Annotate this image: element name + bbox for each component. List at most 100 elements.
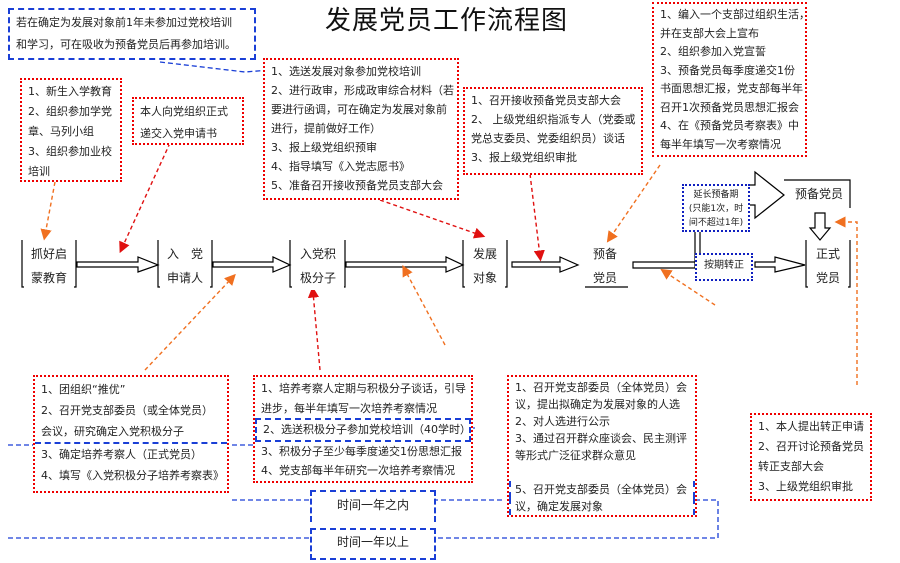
box-extend-probation: 延长预备期 (只能1次，时 间不超过1年)	[682, 184, 750, 232]
box-full-member-steps: 1、本人提出转正申请 2、召开讨论预备党员 转正支部大会 3、上级党组织审批	[750, 413, 872, 501]
arrow-act-to-target	[345, 256, 465, 273]
box-line: 议，提出拟确定为发展对象的人选	[515, 398, 680, 411]
box-line: 3、报上级党组织审批	[471, 151, 577, 164]
node-label: 发展	[472, 247, 497, 261]
box-line: 5、召开党支部委员（全体党员）会	[509, 481, 695, 498]
connector-full-member	[834, 216, 858, 385]
training-prerequisite-note: 若在确定为发展对象前1年未参加过党校培训 和学习，可在吸收为预备党员后再参加培训…	[8, 8, 256, 60]
node-applicant: 入 党 申请人	[160, 242, 210, 290]
box-line: 4、填写《入党积极分子培养考察表》	[41, 469, 224, 482]
box-line: 5、准备召开接收预备党员支部大会	[271, 179, 443, 192]
arrow-extend-to-prob	[747, 170, 785, 220]
node-label: 入 党	[166, 247, 203, 261]
box-line: 1、新生入学教育	[28, 85, 112, 98]
box-line: 1、召开党支部委员（全体党员）会	[515, 381, 687, 394]
box-line: 2、 上级党组织指派专人（党委或	[471, 113, 636, 126]
node-label: 抓好启	[30, 247, 67, 261]
arrow-target-to-prob	[511, 256, 580, 273]
node-activist: 入党积 极分子	[292, 242, 344, 290]
connector-full-steps	[660, 268, 716, 306]
box-line: 3、积极分子至少每季度递交1份思想汇报	[261, 444, 462, 458]
box-line: 3、确定培养考察人（正式党员）	[35, 442, 227, 465]
box-line: 1、编入一个支部过组织生活，	[660, 8, 810, 21]
box-line: 4、指导填写《入党志愿书》	[271, 160, 410, 173]
box-line: 进行，提前做好工作）	[271, 122, 381, 135]
timeline-label: 时间一年之内	[336, 498, 409, 512]
box-line: 1、本人提出转正申请	[758, 420, 864, 433]
node-label: 预备党员	[794, 187, 843, 201]
box-line: 2、召开讨论预备党员	[758, 440, 864, 453]
box-probation-tasks: 1、编入一个支部过组织生活， 并在支部大会上宣布 2、组织参加入党宣誓 3、预备…	[652, 2, 810, 157]
node-label: 对象	[472, 271, 497, 285]
arrow-app-to-act	[212, 256, 292, 273]
node-probationary: 预备 党员	[585, 242, 625, 290]
connector-target-steps	[402, 265, 446, 346]
box-line: 3、预备党员每季度递交1份	[660, 63, 795, 77]
box-line: 进步，每半年填写一次培养考察情况	[261, 401, 437, 415]
node-target: 发展 对象	[465, 242, 505, 290]
box-line: 3、上级党组织审批	[758, 480, 853, 493]
arrow-prob-to-full	[808, 212, 832, 241]
node-label: 入党积	[299, 247, 336, 261]
timeline-within-one-year: 时间一年之内	[310, 490, 436, 522]
box-line: 2、组织参加入党宣誓	[660, 45, 766, 58]
box-line: 2、对人选进行公示	[515, 415, 610, 428]
box-line: 间不超过1年)	[688, 218, 744, 228]
box-line: 要进行函调，可在确定为发展对象前	[271, 103, 447, 116]
node-label: 党员	[592, 271, 617, 285]
box-line: 3、通过召开群众座谈会、民主测评	[515, 432, 687, 445]
box-line: 2、组织参加学党	[28, 105, 112, 118]
box-line: 3、报上级党组织预审	[271, 141, 377, 154]
bracket-still-prob	[784, 179, 851, 208]
connector-development	[379, 199, 486, 239]
box-line: 延长预备期	[693, 190, 739, 200]
box-line: 1、团组织“推优”	[41, 383, 126, 396]
box-development-target: 1、选送发展对象参加党校培训 2、进行政审，形成政审综合材料（若 要进行函调，可…	[263, 58, 459, 200]
box-line: 议，确定发展对象	[509, 498, 695, 515]
arrow-prob-trunk	[632, 261, 696, 269]
node-label: 正式	[815, 247, 840, 261]
box-line: 每半年填写一次考察情况	[660, 137, 781, 151]
box-line: 2、进行政审，形成政审综合材料（若	[271, 84, 454, 97]
flow-arrows	[76, 170, 832, 273]
box-line: 按期转正	[704, 260, 744, 271]
box-activist-education: 1、新生入学教育 2、组织参加学党 章、马列小组 3、组织参加业校 培训	[20, 78, 122, 182]
connector-training	[307, 286, 321, 371]
box-probationary-approval: 1、召开接收预备党员支部大会 2、 上级党组织指派专人（党委或 党总支委员、党委…	[463, 87, 643, 175]
connector-probationary	[529, 173, 545, 262]
box-line: 2、召开党支部委员（或全体党员）	[41, 404, 213, 417]
box-line: 3、组织参加业校	[28, 145, 112, 158]
node-full-member: 正式 党员	[808, 242, 848, 290]
box-line: (只能1次，时	[688, 204, 744, 214]
connector-edu	[40, 181, 56, 241]
box-line: 转正支部大会	[758, 460, 824, 473]
node-label: 极分子	[299, 271, 336, 285]
node-label: 预备	[592, 247, 617, 261]
note-line: 若在确定为发展对象前1年未参加过党校培训	[16, 16, 232, 29]
box-line: 培训	[28, 165, 50, 178]
box-line: 4、在《预备党员考察表》中	[660, 119, 799, 132]
node-label: 申请人	[166, 271, 203, 285]
box-line: 1、召开接收预备党员支部大会	[471, 94, 621, 107]
box-line: 等形式广泛征求群众意见	[515, 449, 636, 462]
box-target-steps: 1、召开党支部委员（全体党员）会 议，提出拟确定为发展对象的人选 2、对人选进行…	[507, 375, 697, 517]
node-still-probationary: 预备党员	[790, 182, 848, 206]
box-line: 章、马列小组	[28, 125, 94, 138]
connector-application	[119, 142, 171, 254]
box-activist-steps: 1、团组织“推优” 2、召开党支部委员（或全体党员） 会议，研究确定入党积极分子…	[33, 375, 229, 493]
connector-applicant-steps	[144, 273, 236, 371]
box-line: 并在支部大会上宣布	[660, 26, 759, 40]
page-title: 发展党员工作流程图	[325, 6, 569, 36]
note-line: 和学习，可在吸收为预备党员后再参加培训。	[16, 38, 236, 51]
arrow-ontime-to-full	[754, 256, 806, 273]
box-line: 2、选送积极分子参加党校培训（40学时）	[255, 418, 471, 442]
box-line: 党总支委员、党委组织员）谈话	[471, 132, 625, 145]
box-line: 本人向党组织正式	[140, 105, 228, 118]
box-training: 1、培养考察人定期与积极分子谈话，引导 进步，每半年填写一次培养考察情况 2、选…	[253, 375, 473, 483]
box-line: 4、党支部每半年研究一次培养考察情况	[261, 464, 455, 477]
box-ontime-conversion: 按期转正	[695, 253, 753, 281]
box-line: 1、选送发展对象参加党校培训	[271, 65, 421, 78]
box-line: 递交入党申请书	[140, 127, 217, 140]
node-label: 蒙教育	[30, 271, 67, 285]
